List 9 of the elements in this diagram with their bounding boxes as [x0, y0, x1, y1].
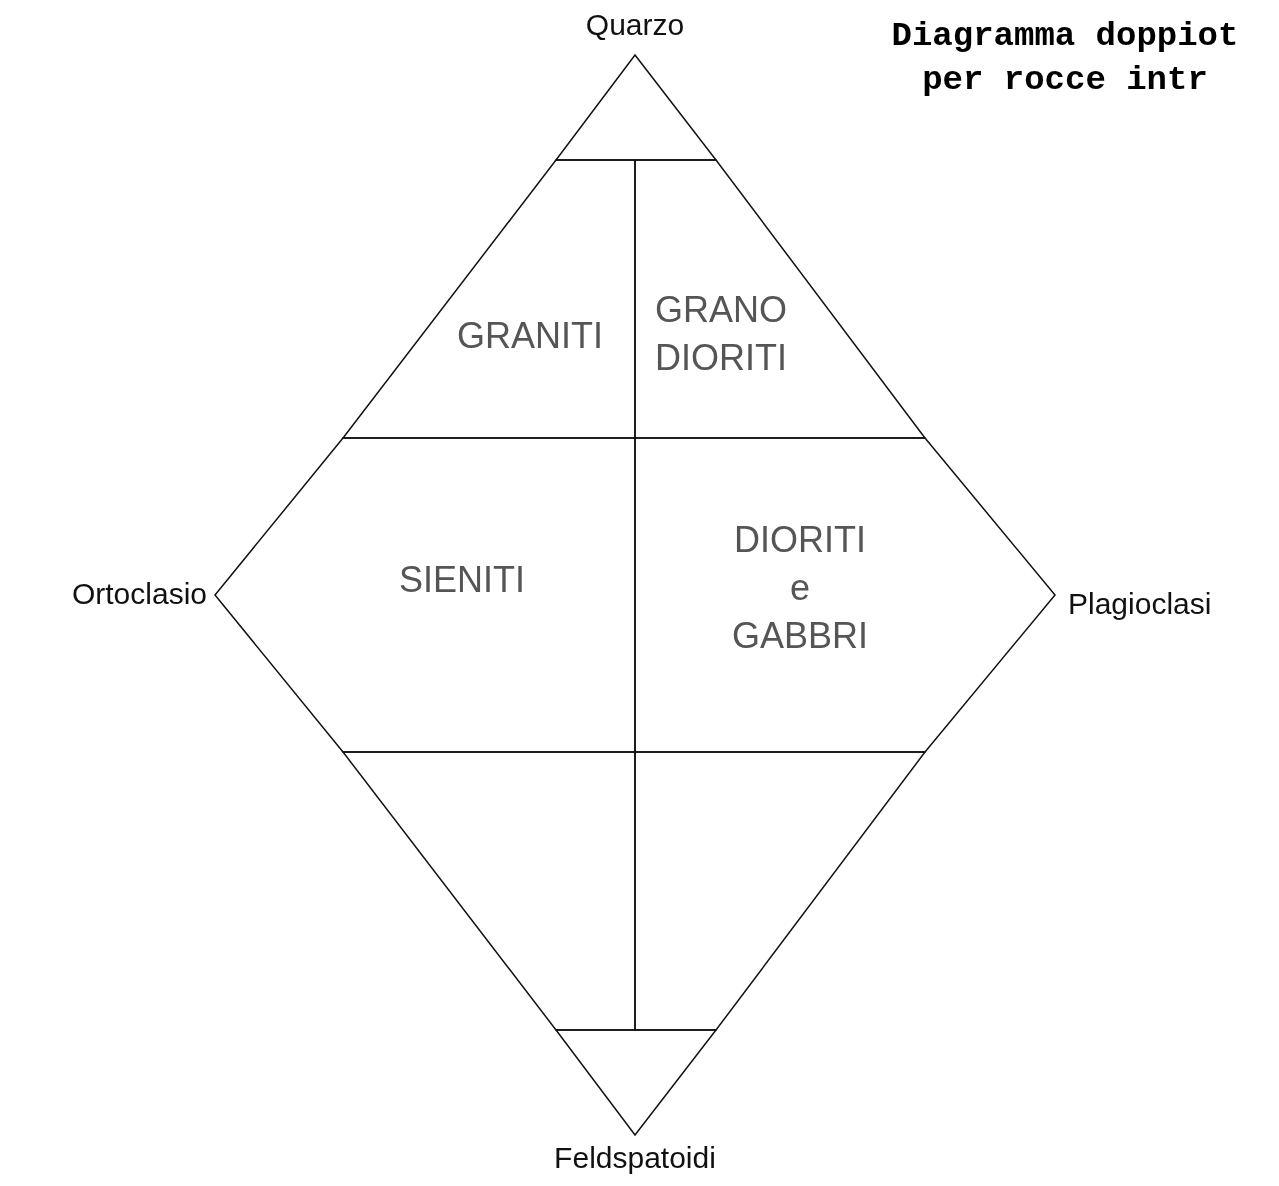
diagram-title: Diagramma doppiot per rocce intr: [890, 16, 1240, 101]
rock-name: DIORITI e GABBRI: [730, 518, 869, 658]
rock-name: GRANO DIORITI: [655, 288, 788, 380]
vertex-label: Quarzo: [585, 8, 685, 42]
vertex-label: Ortoclasio: [71, 577, 207, 611]
vertex-label: Feldspatoidi: [554, 1141, 716, 1175]
rock-name: SIENITI: [398, 558, 526, 602]
rock-name: GRANITI: [456, 314, 604, 358]
vertex-label: Plagioclasi: [1068, 587, 1212, 621]
